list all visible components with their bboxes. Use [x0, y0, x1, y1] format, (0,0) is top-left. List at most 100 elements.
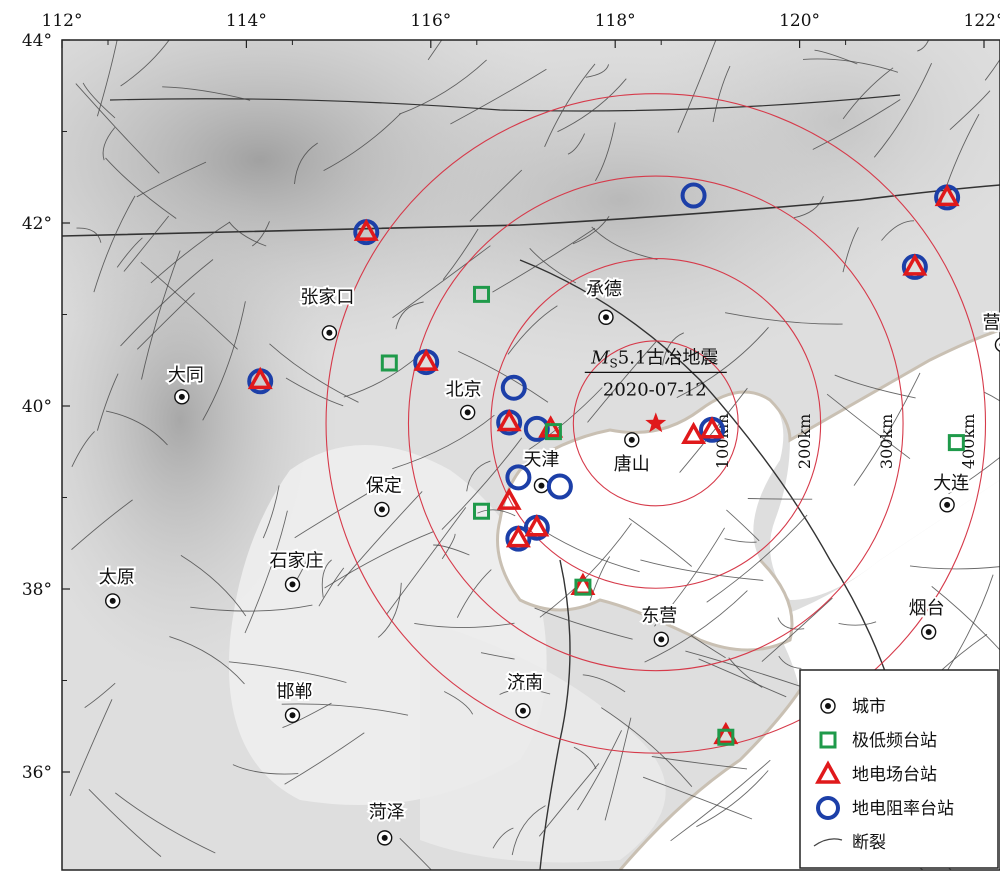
- city-dot-center: [925, 629, 932, 636]
- geoelectric-station-icon: [353, 218, 379, 241]
- legend-label: 城市: [852, 697, 886, 717]
- city-dot-center: [289, 581, 296, 588]
- fault-line: [676, 327, 769, 399]
- fault-line: [136, 292, 195, 350]
- fault-lines: [62, 40, 1000, 870]
- fault-line: [761, 597, 833, 662]
- magnitude-subscript: S: [610, 356, 618, 370]
- distance-ring-100: [572, 340, 739, 507]
- coastline: [496, 328, 1000, 870]
- fault-line: [838, 621, 877, 626]
- fault-line: [120, 40, 170, 87]
- city-label: 唐山: [614, 454, 650, 475]
- city-label: 东营: [641, 605, 677, 626]
- fault-line: [542, 530, 640, 573]
- geoelectric-station-icon: [496, 408, 522, 432]
- fault-line: [881, 220, 915, 241]
- geoelectric-station-icon: [934, 183, 960, 207]
- fault-line: [526, 387, 603, 452]
- fault-line: [324, 531, 434, 589]
- fault-line: [232, 764, 299, 775]
- fault-line: [162, 86, 251, 101]
- lon-tick-label: 112°: [42, 11, 83, 31]
- fault-line: [677, 40, 717, 133]
- city-dot-center: [944, 501, 951, 508]
- fault-line: [539, 559, 571, 870]
- elf-station-icon: [717, 728, 735, 746]
- city-label: 太原: [99, 567, 135, 588]
- elf-station-icon: [473, 285, 491, 303]
- geoelectric-station-icon: [524, 514, 550, 537]
- geoelectric-station-icon: [713, 721, 739, 745]
- lat-tick-label: 44°: [22, 31, 52, 51]
- city-label: 营口: [982, 313, 1000, 334]
- fault-line: [499, 689, 551, 695]
- fault-line: [69, 699, 113, 796]
- resistivity-station-icon: [505, 464, 532, 491]
- fault-line: [577, 730, 623, 811]
- fault-line: [724, 538, 757, 543]
- city-dot-center: [326, 329, 333, 336]
- map-frame: [61, 39, 1000, 871]
- fault-line: [82, 82, 116, 119]
- fault-line: [115, 792, 216, 854]
- epicenter-date: 2020-07-12: [603, 379, 707, 400]
- legend-label: 地电阻率台站: [852, 799, 954, 819]
- fault-line: [712, 65, 731, 123]
- fault-line: [71, 499, 133, 550]
- elf-station-icon: [380, 354, 398, 372]
- fault-line: [284, 732, 365, 785]
- fault-line: [573, 746, 597, 770]
- city-dot-center: [520, 707, 526, 714]
- fault-line: [71, 431, 95, 467]
- fault-line: [150, 221, 230, 284]
- fault-line: [480, 652, 515, 660]
- city-label: 北京: [446, 379, 482, 400]
- epicenter-layer: MS5.1古冶地震 2020-07-12: [584, 347, 727, 433]
- fault-line: [294, 488, 375, 539]
- fault-line: [442, 228, 479, 280]
- elf-station-icon: [574, 578, 592, 596]
- distance-ring-200: [490, 257, 822, 589]
- city-dot-center: [602, 314, 609, 321]
- fault-line: [654, 527, 725, 627]
- fault-line: [76, 227, 102, 243]
- city-dot-center: [538, 482, 545, 489]
- fault-line: [392, 245, 491, 319]
- geoelectric-station-icon: [247, 366, 273, 390]
- lat-tick-label: 40°: [22, 397, 52, 417]
- resistivity-station-icon: [546, 473, 573, 500]
- fault-line-icon: [813, 838, 843, 847]
- fault-line: [777, 617, 805, 630]
- fault-line: [544, 63, 596, 147]
- city-label: 石家庄: [270, 550, 324, 571]
- fault-line: [793, 196, 824, 219]
- fault-line: [123, 215, 170, 272]
- fault-line: [285, 377, 344, 407]
- fault-line: [62, 184, 1000, 237]
- fault-line: [318, 567, 345, 607]
- fault-line: [529, 247, 577, 284]
- fault-line: [949, 90, 991, 131]
- fault-line: [696, 770, 769, 828]
- fault-line: [169, 636, 245, 685]
- fault-line: [778, 655, 802, 669]
- city-label: 邯郸: [277, 681, 313, 702]
- fault-line: [433, 544, 470, 556]
- lat-tick-label: 38°: [22, 580, 52, 600]
- epicenter-title: MS5.1古冶地震: [590, 347, 718, 370]
- distance-ring-label: 300km: [877, 414, 896, 469]
- fault-line: [269, 343, 359, 403]
- fault-line: [441, 533, 456, 560]
- fault-line: [321, 559, 332, 598]
- elf-station-icon: [473, 502, 491, 520]
- fault-line: [386, 507, 467, 615]
- fault-line: [651, 756, 748, 770]
- fault-line: [414, 622, 515, 628]
- fault-line: [931, 586, 1000, 651]
- lon-tick-label: 122°: [964, 11, 1000, 31]
- lat-tick-label: 36°: [22, 763, 52, 783]
- fault-line: [984, 391, 1000, 402]
- legend-label: 地电场台站: [852, 765, 937, 785]
- fault-line: [909, 565, 1000, 570]
